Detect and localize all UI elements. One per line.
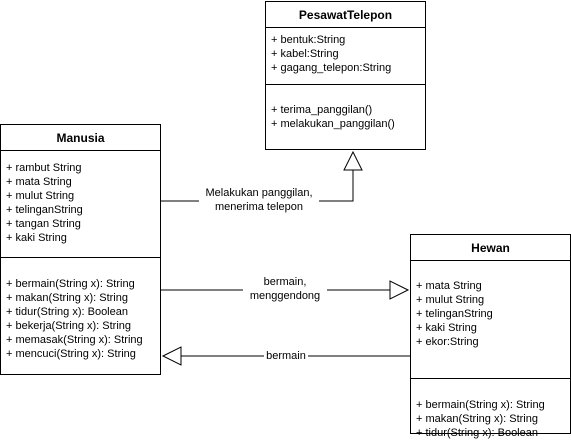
attribute: + mulut String xyxy=(416,294,485,306)
attribute: + mata String xyxy=(416,280,482,292)
edge-label-hewan-manusia: bermain xyxy=(264,349,308,363)
attribute: + mata String xyxy=(6,176,72,188)
class-name: Manusia xyxy=(1,125,160,151)
class-manusia[interactable]: Manusia + rambut String + mata String + … xyxy=(0,124,161,375)
class-attributes: + bentuk:String + kabel:String + gagang_… xyxy=(266,28,425,85)
edge-label-line: bermain xyxy=(266,350,306,362)
edge-label-manusia-pesawattelepon: Melakukan panggilan, menerima telepon xyxy=(199,186,319,214)
operation: + mencuci(String x): String xyxy=(6,348,136,360)
attribute: + bentuk:String xyxy=(271,34,346,46)
class-operations: + terima_panggilan() + melakukan_panggil… xyxy=(266,85,425,131)
attribute: + ekor:String xyxy=(416,336,479,348)
class-pesawat-telepon[interactable]: PesawatTelepon + bentuk:String + kabel:S… xyxy=(265,1,426,150)
edge-arrowhead-manusia xyxy=(161,346,182,366)
operation: + memasak(String x): String xyxy=(6,334,143,346)
edge-label-line: menggendong xyxy=(249,290,321,302)
edge-label-line: bermain, xyxy=(263,276,307,288)
operation: + makan(String x): String xyxy=(6,292,128,304)
attribute: + rambut String xyxy=(6,162,82,174)
operation: + bermain(String x): String xyxy=(6,278,135,290)
attribute: + gagang_telepon:String xyxy=(271,62,392,74)
class-operations: + bermain(String x): String + makan(Stri… xyxy=(1,258,160,361)
attribute: + kaki String xyxy=(6,232,67,244)
operation: + terima_panggilan() xyxy=(271,104,373,116)
class-name: PesawatTelepon xyxy=(266,2,425,28)
operation: + tidur(String x): Boolean xyxy=(416,427,538,439)
class-hewan[interactable]: Hewan + mata String + mulut String + tel… xyxy=(410,234,571,439)
edge-label-line: Melakukan panggilan, xyxy=(205,187,313,199)
edge-label-manusia-hewan: bermain, menggendong xyxy=(243,275,327,303)
operation: + tidur(String x): Boolean xyxy=(6,306,128,318)
edge-label-line: menerima telepon xyxy=(214,201,304,213)
edge-arrowhead-pesawattelepon xyxy=(343,150,363,171)
edge-arrowhead-hewan xyxy=(389,280,410,300)
attribute: + kabel:String xyxy=(271,48,339,60)
attribute: + telinganString xyxy=(6,204,83,216)
attribute: + mulut String xyxy=(6,190,75,202)
attribute: + tangan String xyxy=(6,218,81,230)
attribute: + kaki String xyxy=(416,322,477,334)
class-attributes: + rambut String + mata String + mulut St… xyxy=(1,151,160,258)
operation: + bermain(String x): String xyxy=(416,399,545,411)
class-name: Hewan xyxy=(411,235,570,261)
operation: + bekerja(String x): String xyxy=(6,320,132,332)
class-operations: + bermain(String x): String + makan(Stri… xyxy=(411,379,570,440)
operation: + melakukan_panggilan() xyxy=(271,118,395,130)
class-attributes: + mata String + mulut String + telinganS… xyxy=(411,261,570,379)
operation: + makan(String x): String xyxy=(416,413,538,425)
attribute: + telinganString xyxy=(416,308,493,320)
